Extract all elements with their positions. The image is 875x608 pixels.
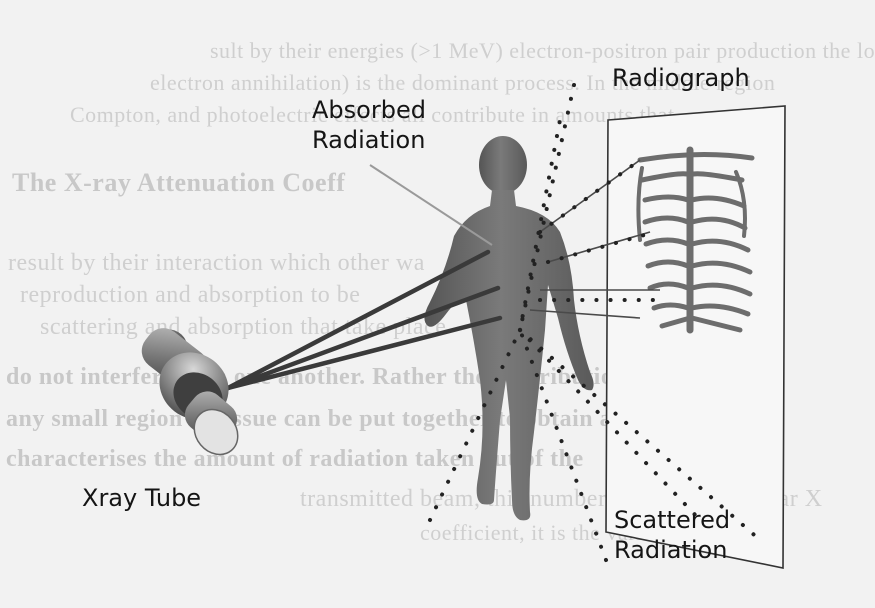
background-text-line: The X-ray Attenuation Coeff — [12, 168, 346, 197]
scattered-radiation-label-line2: Radiation — [614, 536, 728, 564]
radiograph-label: Radiograph — [612, 64, 750, 92]
background-text-line: sult by their energies (>1 MeV) electron… — [210, 38, 875, 63]
human-figure — [424, 136, 594, 521]
background-text-line: electron annihilation) is the dominant p… — [150, 70, 776, 95]
absorbed-pointer-line — [369, 164, 493, 246]
background-text-line: reproduction and absorption to be — [20, 282, 361, 308]
xray-tube-label: Xray Tube — [82, 484, 202, 512]
background-text-line: scattering and absorption that take plac… — [40, 314, 447, 340]
xray-tube-device — [141, 328, 239, 456]
absorbed-radiation-label-line2: Radiation — [312, 126, 426, 154]
background-text-line: result by their interaction which other … — [8, 250, 425, 276]
transmitted-lines — [529, 159, 660, 319]
radiograph-film — [605, 105, 786, 569]
background-text-line: Compton, and photoelectric effects all c… — [70, 102, 675, 127]
scattered-radiation-label-line1: Scattered — [614, 506, 731, 534]
absorbed-radiation-label-line1: Absorbed — [312, 96, 426, 124]
scattered-radiation-dots — [428, 83, 762, 562]
ribcage-image — [636, 146, 755, 334]
xray-beams — [225, 249, 503, 391]
